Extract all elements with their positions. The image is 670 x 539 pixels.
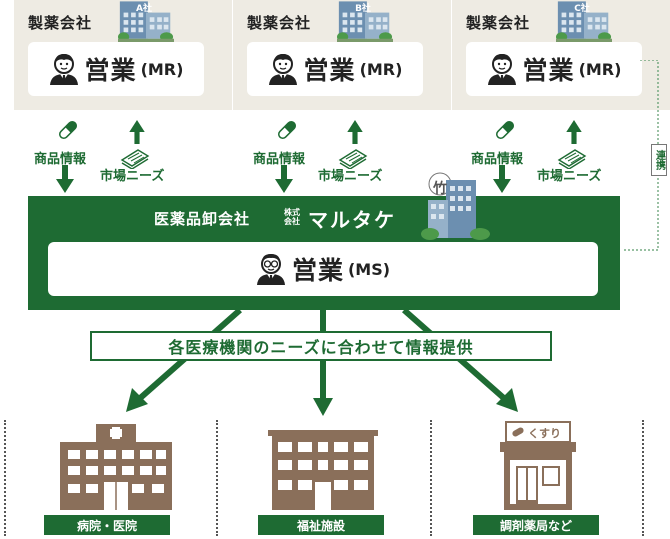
rep-label: 営業 <box>84 56 137 85</box>
capsule-icon <box>275 118 299 142</box>
ms-card: 営業 (MS) <box>48 242 598 296</box>
info-banner: 各医療機関のニーズに合わせて情報提供 <box>90 331 552 361</box>
building-label: C社 <box>574 4 590 14</box>
maker-panel-c: 製薬会社 C社 営業 (MR) <box>452 0 670 110</box>
market-needs-label: 市場ニーズ <box>100 169 165 184</box>
arrow-up-icon <box>128 120 146 144</box>
building-label: A社 <box>136 4 152 14</box>
sales-rep-icon <box>268 53 298 85</box>
mr-card: 営業 (MR) <box>466 42 642 96</box>
pharmacy-sign: くすり <box>528 427 561 440</box>
pharmacy-icon <box>500 421 576 510</box>
product-info-label: 商品情報 <box>253 152 306 167</box>
rep-label: 営業 <box>522 56 575 85</box>
wholesaler-name: 医薬品卸会社 <box>154 210 251 228</box>
destination-label-welfare: 福祉施設 <box>258 515 384 535</box>
welfare-facility-icon <box>268 430 378 510</box>
sales-rep-icon <box>256 253 286 285</box>
divider <box>216 420 218 536</box>
wholesaler-panel: 医薬品卸会社 株式 会社 マルタケ 竹 営業 (MS) <box>28 172 620 310</box>
arrow-down-icon <box>275 165 293 193</box>
company-type-top: 株式 <box>284 208 300 217</box>
capsule-icon <box>56 118 80 142</box>
rep-label: 営業 <box>303 56 356 85</box>
sales-rep-icon <box>487 53 517 85</box>
logo-mark: 竹 <box>433 181 447 197</box>
wholesaler-building-icon <box>421 172 490 240</box>
product-info-label: 商品情報 <box>34 152 87 167</box>
market-needs-label: 市場ニーズ <box>318 169 383 184</box>
product-info-label: 商品情報 <box>471 152 524 167</box>
rep-role: (MR) <box>140 59 184 79</box>
sales-rep-icon <box>49 53 79 85</box>
brand-name: マルタケ <box>308 208 396 232</box>
divider <box>4 420 6 536</box>
maker-title: 製薬会社 <box>28 14 93 32</box>
divider <box>430 420 432 536</box>
arrow-up-icon <box>565 120 583 144</box>
company-type-bottom: 会社 <box>284 217 300 226</box>
maker-title: 製薬会社 <box>247 14 312 32</box>
maker-title: 製薬会社 <box>466 14 531 32</box>
rep-role: (MR) <box>578 59 622 79</box>
arrow-up-icon <box>346 120 364 144</box>
rep-role: (MR) <box>359 59 403 79</box>
rep-label: 営業 <box>291 256 344 285</box>
divider <box>642 420 644 536</box>
mr-card: 営業 (MR) <box>28 42 204 96</box>
rep-role: (MS) <box>347 259 391 279</box>
market-needs-label: 市場ニーズ <box>537 169 602 184</box>
company-type-label: 株式 会社 <box>284 208 300 226</box>
arrow-down-icon <box>56 165 74 193</box>
destination-label-pharmacy: 調剤薬局など <box>473 515 599 535</box>
building-label: B社 <box>355 4 371 14</box>
hospital-icon <box>60 424 172 510</box>
cooperation-label: 連携 <box>651 144 667 176</box>
arrow-down-icon <box>493 165 511 193</box>
maker-panel-a: 製薬会社 A社 営業 (MR) <box>14 0 232 110</box>
mr-card: 営業 (MR) <box>247 42 423 96</box>
maker-panel-b: 製薬会社 B社 営業 (MR) <box>233 0 451 110</box>
capsule-icon <box>493 118 517 142</box>
destination-label-hospital: 病院・医院 <box>44 515 170 535</box>
